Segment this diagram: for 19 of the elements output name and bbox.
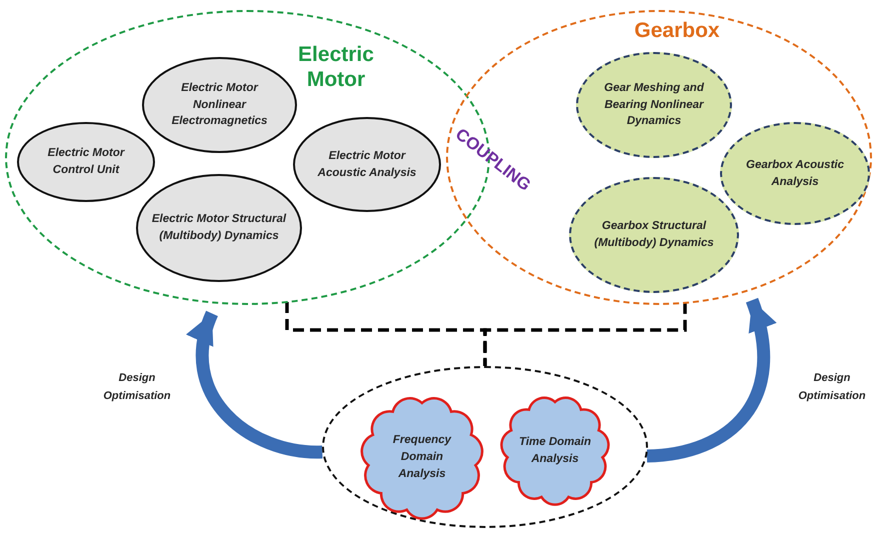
group-ellipse [446,10,872,305]
node-label: Gearbox Acoustic Analysis [745,158,845,190]
curved-arrow [646,298,776,462]
node-label: Electric Motor Nonlinear Electromagnetics [170,80,268,130]
group-title: Gearbox [633,18,721,44]
node-label: Electric Motor Control Unit [46,146,126,178]
node-label: Electric Motor Acoustic Analysis [316,148,418,180]
dashed-ellipse [322,366,648,528]
curved-arrow [188,311,322,458]
node-label: Electric Motor Structural (Multibody) Dynamics [150,212,288,244]
group-title: Electric Motor [297,42,375,92]
edge-label: Design Optimisation [797,371,867,404]
edge-label: Design Optimisation [102,371,172,404]
bracket-connector [483,302,687,366]
node-label: Time Domain Analysis [518,434,592,466]
node-label: Gear Meshing and Bearing Nonlinear Dynamics [603,80,705,130]
analysis-cloud [359,394,485,521]
node-label: Frequency Domain Analysis [392,433,452,482]
node-label: Gearbox Structural (Multibody) Dynamics [593,219,715,251]
